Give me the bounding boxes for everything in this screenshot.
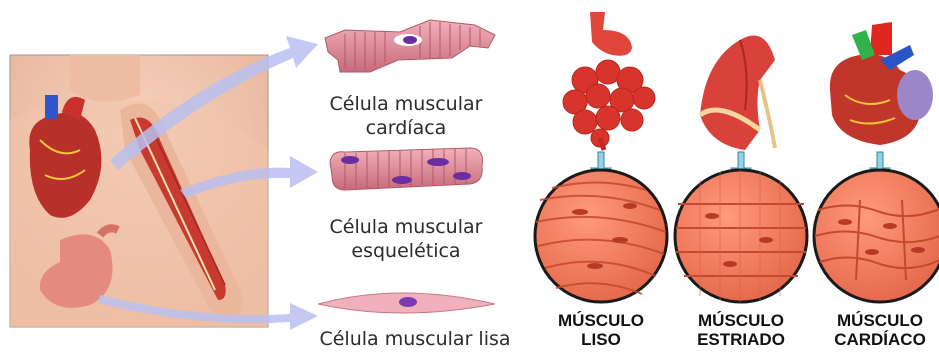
muscle-label-liso-line-1: MÚSCULO	[526, 311, 676, 330]
muscle-label-estriado-line-2: ESTRIADO	[666, 330, 816, 349]
arm-muscle-icon	[700, 36, 775, 151]
cardiac-cell-illustration	[325, 20, 495, 72]
cardiac-cell-label: Célula muscular cardíaca	[306, 92, 506, 140]
cardiac-label-line-1: Célula muscular	[306, 92, 506, 116]
smooth-nucleus-icon	[399, 297, 417, 307]
skeletal-cell-illustration	[330, 148, 483, 190]
muscle-label-cardiaco-line-2: CARDÍACO	[805, 330, 939, 349]
smooth-label-line-1: Célula muscular lisa	[300, 327, 530, 351]
body-illustration	[10, 55, 268, 327]
cardiac-label-line-2: cardíaca	[306, 116, 506, 140]
muscle-label-cardiaco-line-1: MÚSCULO	[805, 311, 939, 330]
heart-icon	[830, 22, 933, 145]
smooth-tissue-circle	[535, 170, 667, 302]
muscle-label-cardiaco: MÚSCULO CARDÍACO	[805, 311, 939, 349]
intestine-icon	[563, 12, 655, 150]
skeletal-cell-label: Célula muscular esquelética	[306, 215, 506, 263]
smooth-cell-illustration	[318, 293, 495, 313]
skeletal-label-line-2: esquelética	[306, 239, 506, 263]
cardiac-tissue-circle	[814, 170, 939, 302]
muscle-label-estriado: MÚSCULO ESTRIADO	[666, 311, 816, 349]
striated-tissue-circle	[675, 170, 807, 302]
muscle-label-liso-line-2: LISO	[526, 330, 676, 349]
muscle-label-liso: MÚSCULO LISO	[526, 311, 676, 349]
muscle-label-estriado-line-1: MÚSCULO	[666, 311, 816, 330]
smooth-cell-label: Célula muscular lisa	[300, 327, 530, 351]
skeletal-label-line-1: Célula muscular	[306, 215, 506, 239]
